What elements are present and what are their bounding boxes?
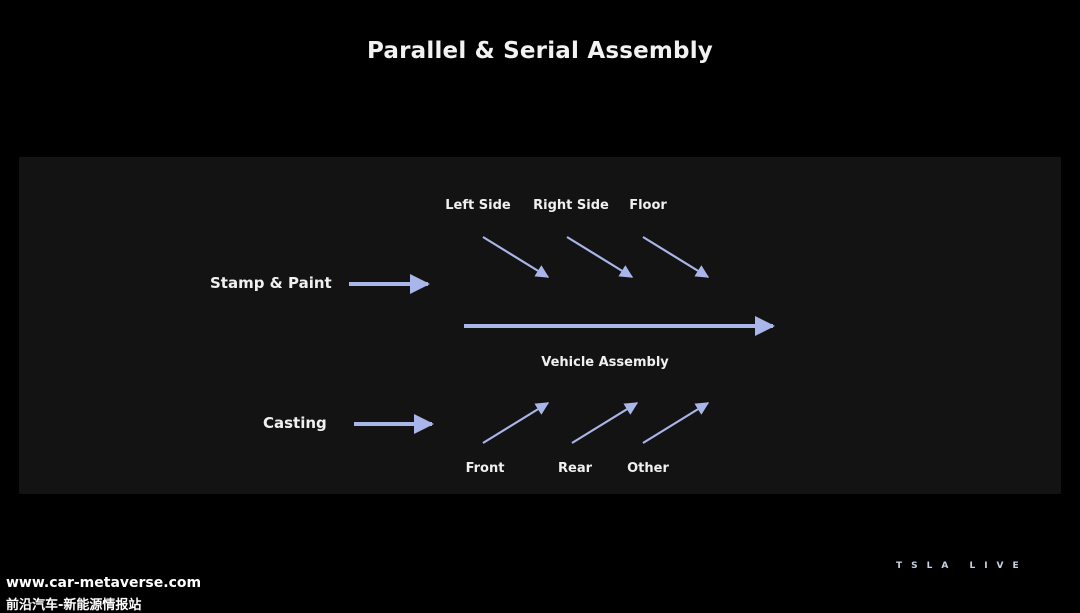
tesla-live-logo: TSLA LIVE xyxy=(896,561,1028,571)
floor-arrow xyxy=(642,236,710,278)
stamp-paint-label: Stamp & Paint xyxy=(210,274,332,292)
front-arrow xyxy=(482,402,550,444)
rear-arrow xyxy=(571,402,639,444)
part-label-left-side: Left Side xyxy=(445,198,511,213)
left-side-arrow xyxy=(482,236,550,278)
vehicle-assembly-label: Vehicle Assembly xyxy=(541,355,669,370)
other-arrow xyxy=(642,402,710,444)
part-label-front: Front xyxy=(465,461,505,476)
casting-label: Casting xyxy=(263,414,327,432)
slide-title: Parallel & Serial Assembly xyxy=(366,38,714,64)
part-label-rear: Rear xyxy=(557,461,593,476)
watermark-caption: 前沿汽车-新能源情报站 xyxy=(6,598,142,613)
part-label-floor: Floor xyxy=(629,198,667,213)
watermark-url: www.car-metaverse.com xyxy=(6,575,202,591)
right-side-arrow xyxy=(566,236,634,278)
part-label-other: Other xyxy=(627,461,669,476)
part-label-right-side: Right Side xyxy=(533,198,609,213)
